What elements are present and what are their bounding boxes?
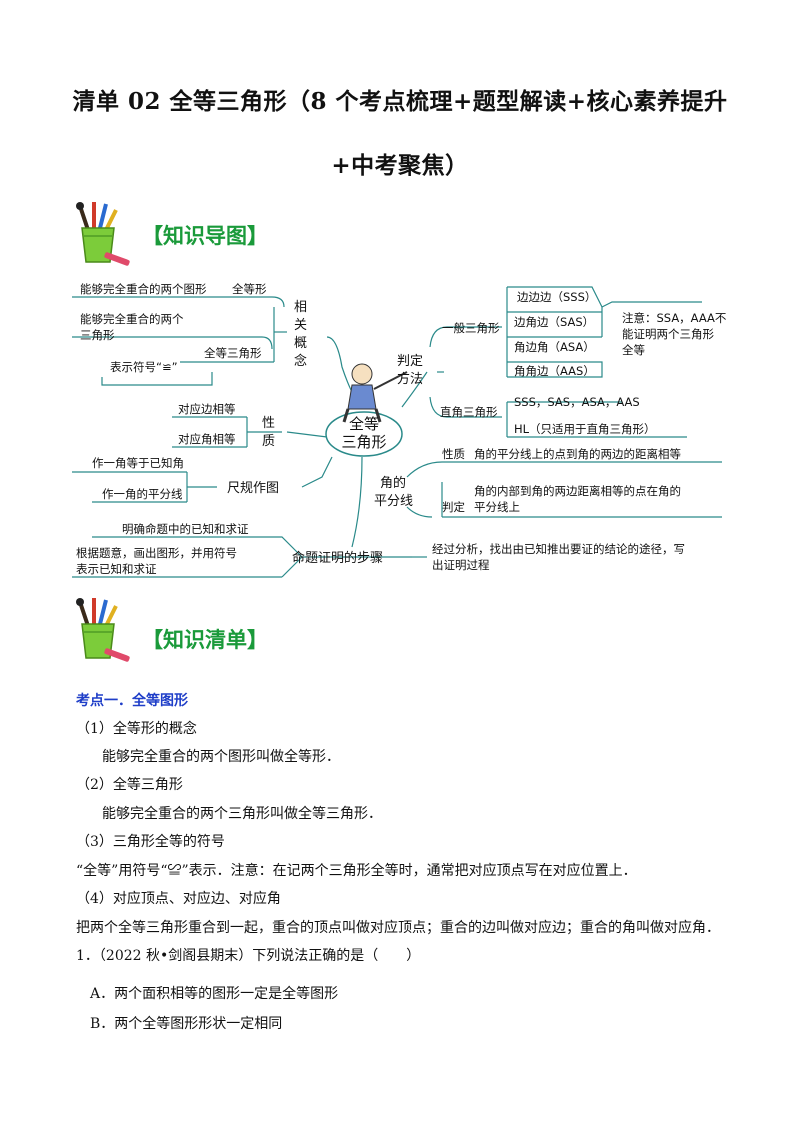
knowledge-point-heading: 考点一．全等图形 bbox=[76, 693, 188, 709]
property-2: 质 bbox=[262, 434, 275, 449]
property-label: 性质 bbox=[442, 447, 465, 461]
def-congruent-figure: 能够完全重合的两个图形 bbox=[80, 282, 207, 296]
center-line1: 全等 bbox=[349, 415, 379, 433]
aas: 角角边（AAS） bbox=[514, 364, 595, 378]
asa: 角边角（ASA） bbox=[514, 340, 595, 354]
judge-text-2: 平分线上 bbox=[474, 500, 520, 514]
proof-step3-1: 经过分析，找出由已知推出要证的结论的途径，写 bbox=[432, 542, 685, 556]
proof-step3-2: 出证明过程 bbox=[432, 558, 490, 572]
judge-label: 判定 bbox=[442, 500, 465, 514]
def-tri-2: 三角形 bbox=[80, 328, 115, 342]
para-8: 把两个全等三角形重合到一起，重合的顶点叫做对应顶点；重合的边叫做对应边；重合的角… bbox=[76, 920, 720, 936]
right-methods: SSS，SAS，ASA，AAS bbox=[514, 395, 640, 409]
page-title-line1: 清单 02 全等三角形（8 个考点梳理+题型解读+核心素养提升 bbox=[72, 88, 728, 115]
note-1: 注意：SSA，AAA不 bbox=[622, 311, 727, 325]
right-triangle: 直角三角形 bbox=[440, 405, 498, 419]
related-1: 相 bbox=[294, 300, 307, 315]
sss: 边边边（SSS） bbox=[517, 290, 596, 304]
page-title-line2: +中考聚焦） bbox=[331, 152, 469, 179]
question-1: 1．（2022 秋•剑阁县期末）下列说法正确的是（ ） bbox=[76, 948, 421, 964]
symbol-text: 表示符号“≌” bbox=[110, 360, 178, 374]
construct-angle: 作一角等于已知角 bbox=[92, 456, 184, 470]
construct-bisector: 作一角的平分线 bbox=[102, 487, 183, 501]
para-2: 能够完全重合的两个图形叫做全等形． bbox=[102, 749, 340, 765]
property-text: 角的平分线上的点到角的两边的距离相等 bbox=[474, 447, 681, 461]
option-b: B．两个全等图形形状一定相同 bbox=[90, 1016, 283, 1032]
proof-step1: 明确命题中的已知和求证 bbox=[122, 522, 249, 536]
note-2: 能证明两个三角形 bbox=[622, 327, 714, 341]
related-2: 关 bbox=[294, 318, 307, 333]
bisector-2: 平分线 bbox=[374, 494, 413, 509]
sas: 边角边（SAS） bbox=[514, 315, 594, 329]
note-3: 全等 bbox=[622, 343, 645, 357]
related-3: 概 bbox=[294, 336, 307, 351]
related-4: 念 bbox=[294, 353, 307, 369]
general-triangle: 一般三角形 bbox=[442, 321, 500, 335]
judge-text-1: 角的内部到角的两边距离相等的点在角的 bbox=[474, 484, 681, 498]
method-1: 判定 bbox=[397, 354, 423, 369]
hl: HL（只适用于直角三角形） bbox=[514, 422, 656, 436]
para-6: “全等”用符号“≌”表示．注意：在记两个三角形全等时，通常把对应顶点写在对应位置… bbox=[76, 863, 637, 879]
section-header-mindmap: 【知识导图】 bbox=[142, 224, 268, 248]
option-a: A．两个面积相等的图形一定是全等图形 bbox=[90, 986, 339, 1002]
corresponding-sides: 对应边相等 bbox=[178, 402, 236, 416]
pencil-cup-icon bbox=[76, 202, 130, 266]
center-line2: 三角形 bbox=[341, 433, 386, 451]
property-1: 性 bbox=[262, 416, 275, 431]
teacher-figure bbox=[342, 363, 408, 423]
pencil-cup-icon bbox=[76, 598, 130, 662]
congruent-figure: 全等形 bbox=[232, 282, 267, 296]
bisector-1: 角的 bbox=[380, 475, 406, 491]
para-4: 能够完全重合的两个三角形叫做全等三角形． bbox=[102, 806, 382, 822]
mindmap-diagram: 全等 三角形 能够完全重合的两个图形 全等形 能够完全重合的两个 三角形 全等三… bbox=[72, 282, 727, 578]
proof-step2-1: 根据题意，画出图形，并用符号 bbox=[76, 546, 237, 560]
def-tri-1: 能够完全重合的两个 bbox=[80, 312, 184, 326]
para-3: （2）全等三角形 bbox=[76, 777, 183, 793]
corresponding-angles: 对应角相等 bbox=[178, 432, 236, 446]
para-7: （4）对应顶点、对应边、对应角 bbox=[76, 891, 281, 907]
method-2: 方法 bbox=[397, 371, 423, 387]
section-header-list: 【知识清单】 bbox=[142, 628, 268, 652]
construction: 尺规作图 bbox=[227, 481, 279, 496]
proof-step2-2: 表示已知和求证 bbox=[76, 562, 157, 576]
congruent-triangle: 全等三角形 bbox=[204, 346, 262, 360]
proof-branch: 命题证明的步骤 bbox=[292, 550, 383, 566]
para-1: （1）全等形的概念 bbox=[76, 721, 197, 737]
para-5: （3）三角形全等的符号 bbox=[76, 834, 225, 850]
